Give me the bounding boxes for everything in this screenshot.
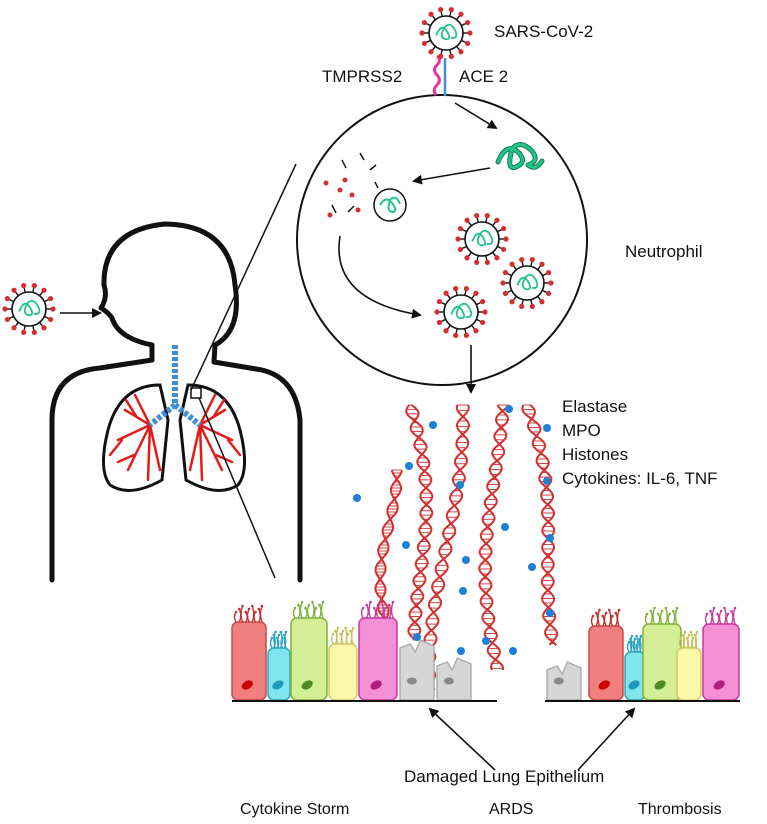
ace2-label: ACE 2 [459,67,509,86]
epithelial-cell-icon [702,606,740,701]
mediator-particle [462,556,470,564]
virus-label: SARS-CoV-2 [494,22,594,41]
mediator-particle [543,424,551,432]
mediator-particle [456,481,464,489]
virus-icon-entry [419,7,473,59]
mediator-particle [482,637,490,645]
damaged-epithelium-label: Damaged Lung Epithelium [404,767,605,786]
mediator-particle [429,421,437,429]
mediator-list: Elastase MPO Histones Cytokines: IL-6, T… [562,398,718,494]
epithelial-cell-icon [267,630,291,701]
damaged-cell-icon [399,639,435,701]
vesicle-icon [373,188,407,222]
virus-icon-inhaled [2,283,56,335]
lungs-icon [102,345,246,492]
zoom-line-upper [190,163,297,391]
virus-layer [2,7,554,338]
dna-net-icon [374,404,559,691]
zoom-region-box [190,387,202,399]
tmprss2-receptor-icon [432,54,441,96]
outcome-ards: ARDS [489,801,534,818]
virus-icon-progeny-3 [434,286,488,338]
mediator-particle [459,587,467,595]
lung-epithelium [231,600,740,701]
net-strand-3 [478,404,510,671]
mediator-particle [546,609,554,617]
mediator-particle [505,405,513,413]
outcome-thrombosis: Thrombosis [638,801,722,818]
mediator-particle [457,647,465,655]
epithelial-cell-icon [588,608,624,701]
virus-icon-progeny-1 [455,213,509,265]
human-silhouette-icon [49,221,303,583]
mediator-cytokines: Cytokines: IL-6, TNF [562,469,718,488]
epithelial-cell-icon [642,606,682,701]
left-lung [102,383,170,492]
mediator-particle [353,494,361,502]
mediator-particle [405,462,413,470]
arrow-damage-left [428,707,496,771]
rna-icon [495,142,545,171]
mediator-particle [543,477,551,485]
arrow-replication [338,235,422,319]
virus-icon-progeny-2 [500,257,554,309]
neutrophil-label: Neutrophil [625,242,703,261]
epithelial-cell-icon [231,604,267,701]
arrow-damage-right [577,707,636,771]
net-strand-4 [521,404,559,646]
zoom-line-lower [198,397,276,579]
viral-fragments-icon [331,152,379,214]
arrow-entry [454,102,498,130]
damaged-cell-icon [436,657,472,701]
arrow-to-vesicle [412,167,491,185]
mediator-particle [402,541,410,549]
mediator-elastase: Elastase [562,397,628,416]
tmprss2-label: TMPRSS2 [322,67,403,86]
epithelial-cell-icon [290,600,328,701]
mediator-particle [528,563,536,571]
fragment-dots [323,177,361,218]
mediator-particles [353,405,554,655]
mediator-particle [413,633,421,641]
mediator-particle [546,534,554,542]
mediator-mpo: MPO [562,421,601,440]
mediator-particle [509,647,517,655]
epithelial-cell-icon [624,634,646,701]
damaged-cell-icon [546,661,582,701]
right-lung [178,383,246,492]
outcome-cytokine-storm: Cytokine Storm [240,801,350,818]
epithelial-cell-icon [328,626,358,701]
neutrophil-cell [296,94,588,386]
trachea [148,345,202,428]
epithelial-cell-icon [676,630,702,701]
mediator-histones: Histones [562,445,629,464]
mediator-particle [501,523,509,531]
epithelial-cell-icon [358,600,398,701]
